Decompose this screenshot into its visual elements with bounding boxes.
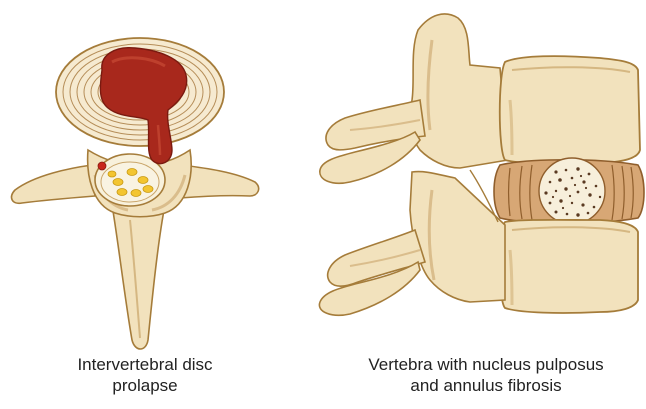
upper-vertebral-body: [500, 56, 640, 164]
lower-vertebral-body: [500, 220, 638, 313]
lower-vertebra-posterior: [319, 170, 505, 315]
vertebrae-lateral-illustration: [319, 14, 644, 315]
nucleus-cut-surface: [539, 158, 605, 224]
compressed-nerve-dot: [98, 162, 106, 170]
caption-left-line1: Intervertebral disc: [30, 354, 260, 375]
caption-right-line1: Vertebra with nucleus pulposus: [330, 354, 642, 375]
upper-vertebra-posterior: [320, 14, 508, 183]
caption-left-line2: prolapse: [30, 375, 260, 396]
disc-prolapse-illustration: [11, 38, 258, 349]
caption-vertebra-nucleus: Vertebra with nucleus pulposus and annul…: [330, 354, 642, 396]
caption-disc-prolapse: Intervertebral disc prolapse: [30, 354, 260, 396]
intervertebral-disc-lateral: [494, 158, 644, 224]
caption-right-line2: and annulus fibrosis: [330, 375, 642, 396]
